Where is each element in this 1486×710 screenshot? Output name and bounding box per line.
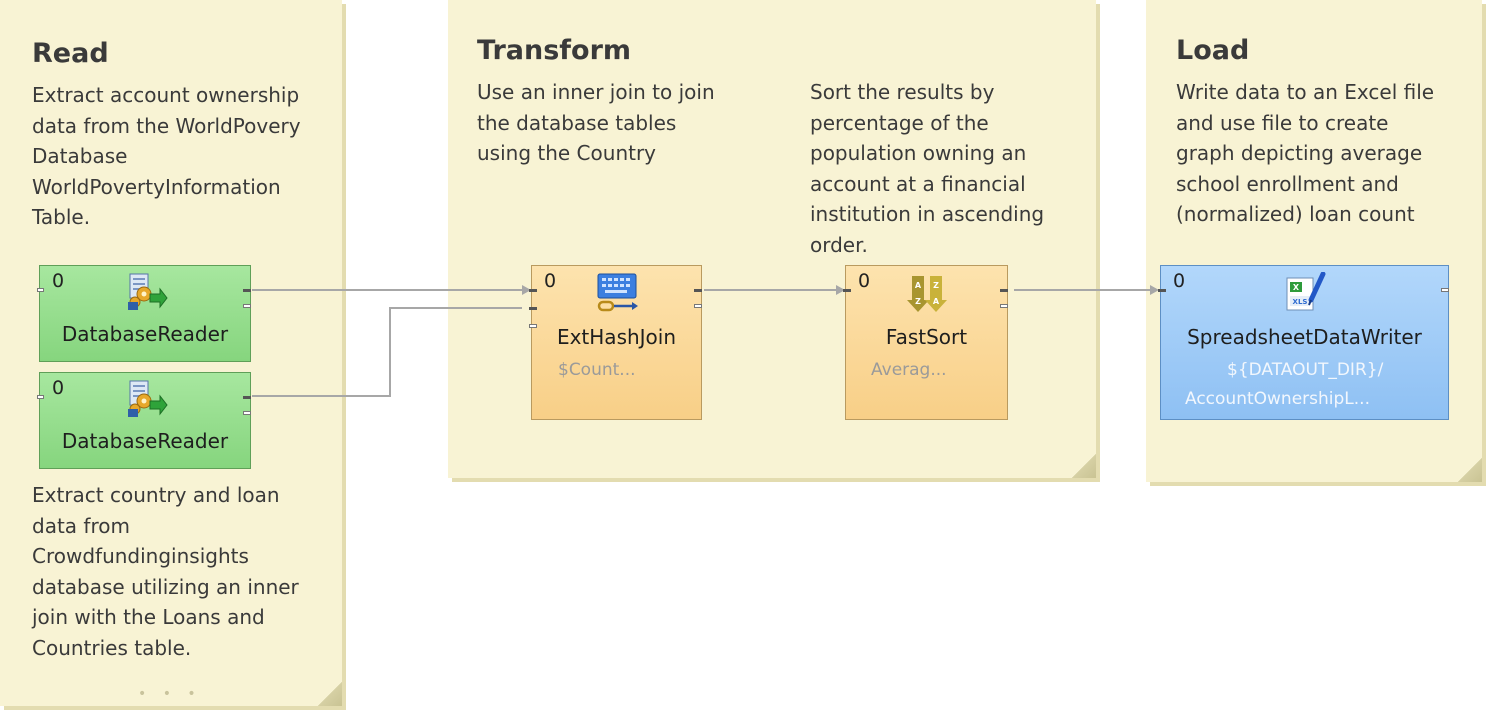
join-port-label: 0 (544, 270, 557, 292)
hash-join-icon (596, 272, 640, 316)
read-note-more-indicator[interactable]: • • • (138, 686, 202, 702)
writer-input-port-0[interactable] (1158, 289, 1166, 292)
reader1-port-label: 0 (52, 270, 65, 292)
edge-reader2-to-join (252, 307, 522, 397)
database-reader-icon (124, 272, 168, 312)
reader2-output-port-0[interactable] (243, 396, 251, 399)
spreadsheet-data-writer[interactable]: 0 X XLS SpreadsheetDataWriter ${DATAOUT_… (1158, 265, 1449, 420)
fast-sort[interactable]: 0 A Z Z A FastSort Averag... (843, 265, 1008, 420)
read-note-text-bottom: Extract country and loan data from Crowd… (32, 483, 299, 660)
sort-az-icon: A Z Z A (906, 272, 950, 316)
join-output-port-0[interactable] (694, 289, 702, 292)
join-name: ExtHashJoin (556, 325, 677, 349)
sort-port-label: 0 (858, 270, 871, 292)
svg-text:Z: Z (933, 281, 939, 290)
reader2-name: DatabaseReader (61, 429, 229, 453)
svg-text:A: A (933, 297, 940, 306)
svg-text:X: X (1293, 283, 1300, 292)
writer-port-label: 0 (1173, 270, 1186, 292)
join-sub-label: $Count... (558, 360, 636, 380)
join-input-port-2[interactable] (529, 324, 537, 328)
svg-text:Z: Z (915, 297, 921, 306)
writer-sub-label-1: ${DATAOUT_DIR}/ (1227, 360, 1384, 380)
join-input-port-0[interactable] (529, 289, 537, 292)
join-input-port-1[interactable] (529, 307, 537, 310)
database-reader-icon (124, 379, 168, 419)
svg-text:A: A (915, 281, 922, 290)
sort-output-port-1[interactable] (1000, 304, 1008, 308)
reader2-input-port[interactable] (37, 395, 44, 399)
arrow-sort-to-writer (1150, 285, 1159, 295)
load-note-title: Load (1176, 35, 1250, 66)
reader2-port-label: 0 (52, 377, 65, 399)
database-reader-2[interactable]: 0 DatabaseReader (37, 372, 251, 469)
writer-name: SpreadsheetDataWriter (1187, 325, 1422, 349)
xls-icon-text: XLS (1293, 298, 1308, 306)
xls-writer-icon: X XLS (1283, 271, 1327, 316)
arrow-reader1-to-join (522, 285, 531, 295)
reader1-name: DatabaseReader (61, 322, 229, 346)
reader1-output-port-0[interactable] (243, 289, 251, 292)
sort-sub-label: Averag... (871, 360, 947, 380)
load-note-text: Write data to an Excel file and use file… (1176, 80, 1435, 226)
sort-name: FastSort (885, 325, 968, 349)
reader1-input-port[interactable] (37, 288, 44, 292)
transform-note-title: Transform (477, 35, 632, 66)
transform-note-sort-text: Sort the results by percentage of the po… (810, 80, 1045, 257)
arrow-join-to-sort (836, 285, 845, 295)
sort-output-port-0[interactable] (1000, 289, 1008, 292)
reader2-output-port-1[interactable] (243, 411, 251, 415)
join-output-port-1[interactable] (694, 304, 702, 308)
ext-hash-join[interactable]: 0 ExtHashJoin $Count... (529, 265, 702, 420)
transform-note-join-text: Use an inner join to join the database t… (477, 80, 715, 165)
reader1-output-port-1[interactable] (243, 304, 251, 308)
writer-output-port-0[interactable] (1441, 288, 1449, 292)
database-reader-1[interactable]: 0 DatabaseReader (37, 265, 251, 362)
writer-sub-label-2: AccountOwnershipL... (1185, 389, 1370, 409)
read-note-text-top: Extract account ownership data from the … (32, 83, 301, 229)
read-note-title: Read (32, 38, 109, 69)
sort-input-port-0[interactable] (843, 289, 851, 292)
